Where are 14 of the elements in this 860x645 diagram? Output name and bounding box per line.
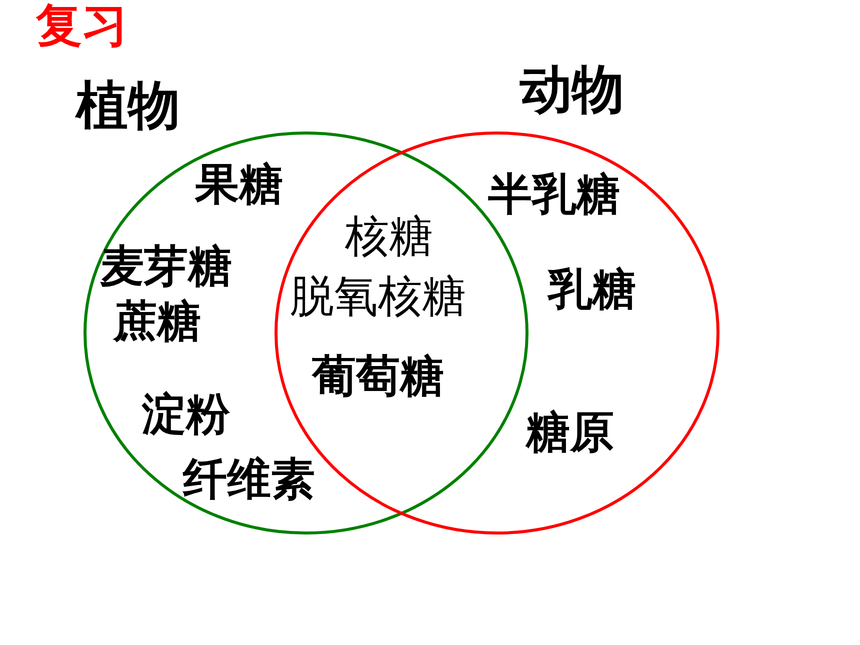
term-label: 纤维素	[183, 458, 315, 502]
term-label: 糖原	[526, 411, 614, 455]
term-label: 淀粉	[142, 393, 230, 437]
set-heading: 植物	[76, 80, 180, 132]
term-label: 麦芽糖	[100, 245, 232, 289]
term-label: 半乳糖	[488, 173, 620, 217]
term-label: 核糖	[345, 215, 433, 259]
term-label: 脱氧核糖	[290, 275, 466, 319]
term-label: 乳糖	[548, 268, 636, 312]
set-heading: 动物	[520, 64, 624, 116]
term-label: 葡萄糖	[312, 355, 444, 399]
title: 复习	[36, 2, 128, 48]
term-label: 蔗糖	[113, 300, 201, 344]
term-label: 果糖	[195, 163, 283, 207]
